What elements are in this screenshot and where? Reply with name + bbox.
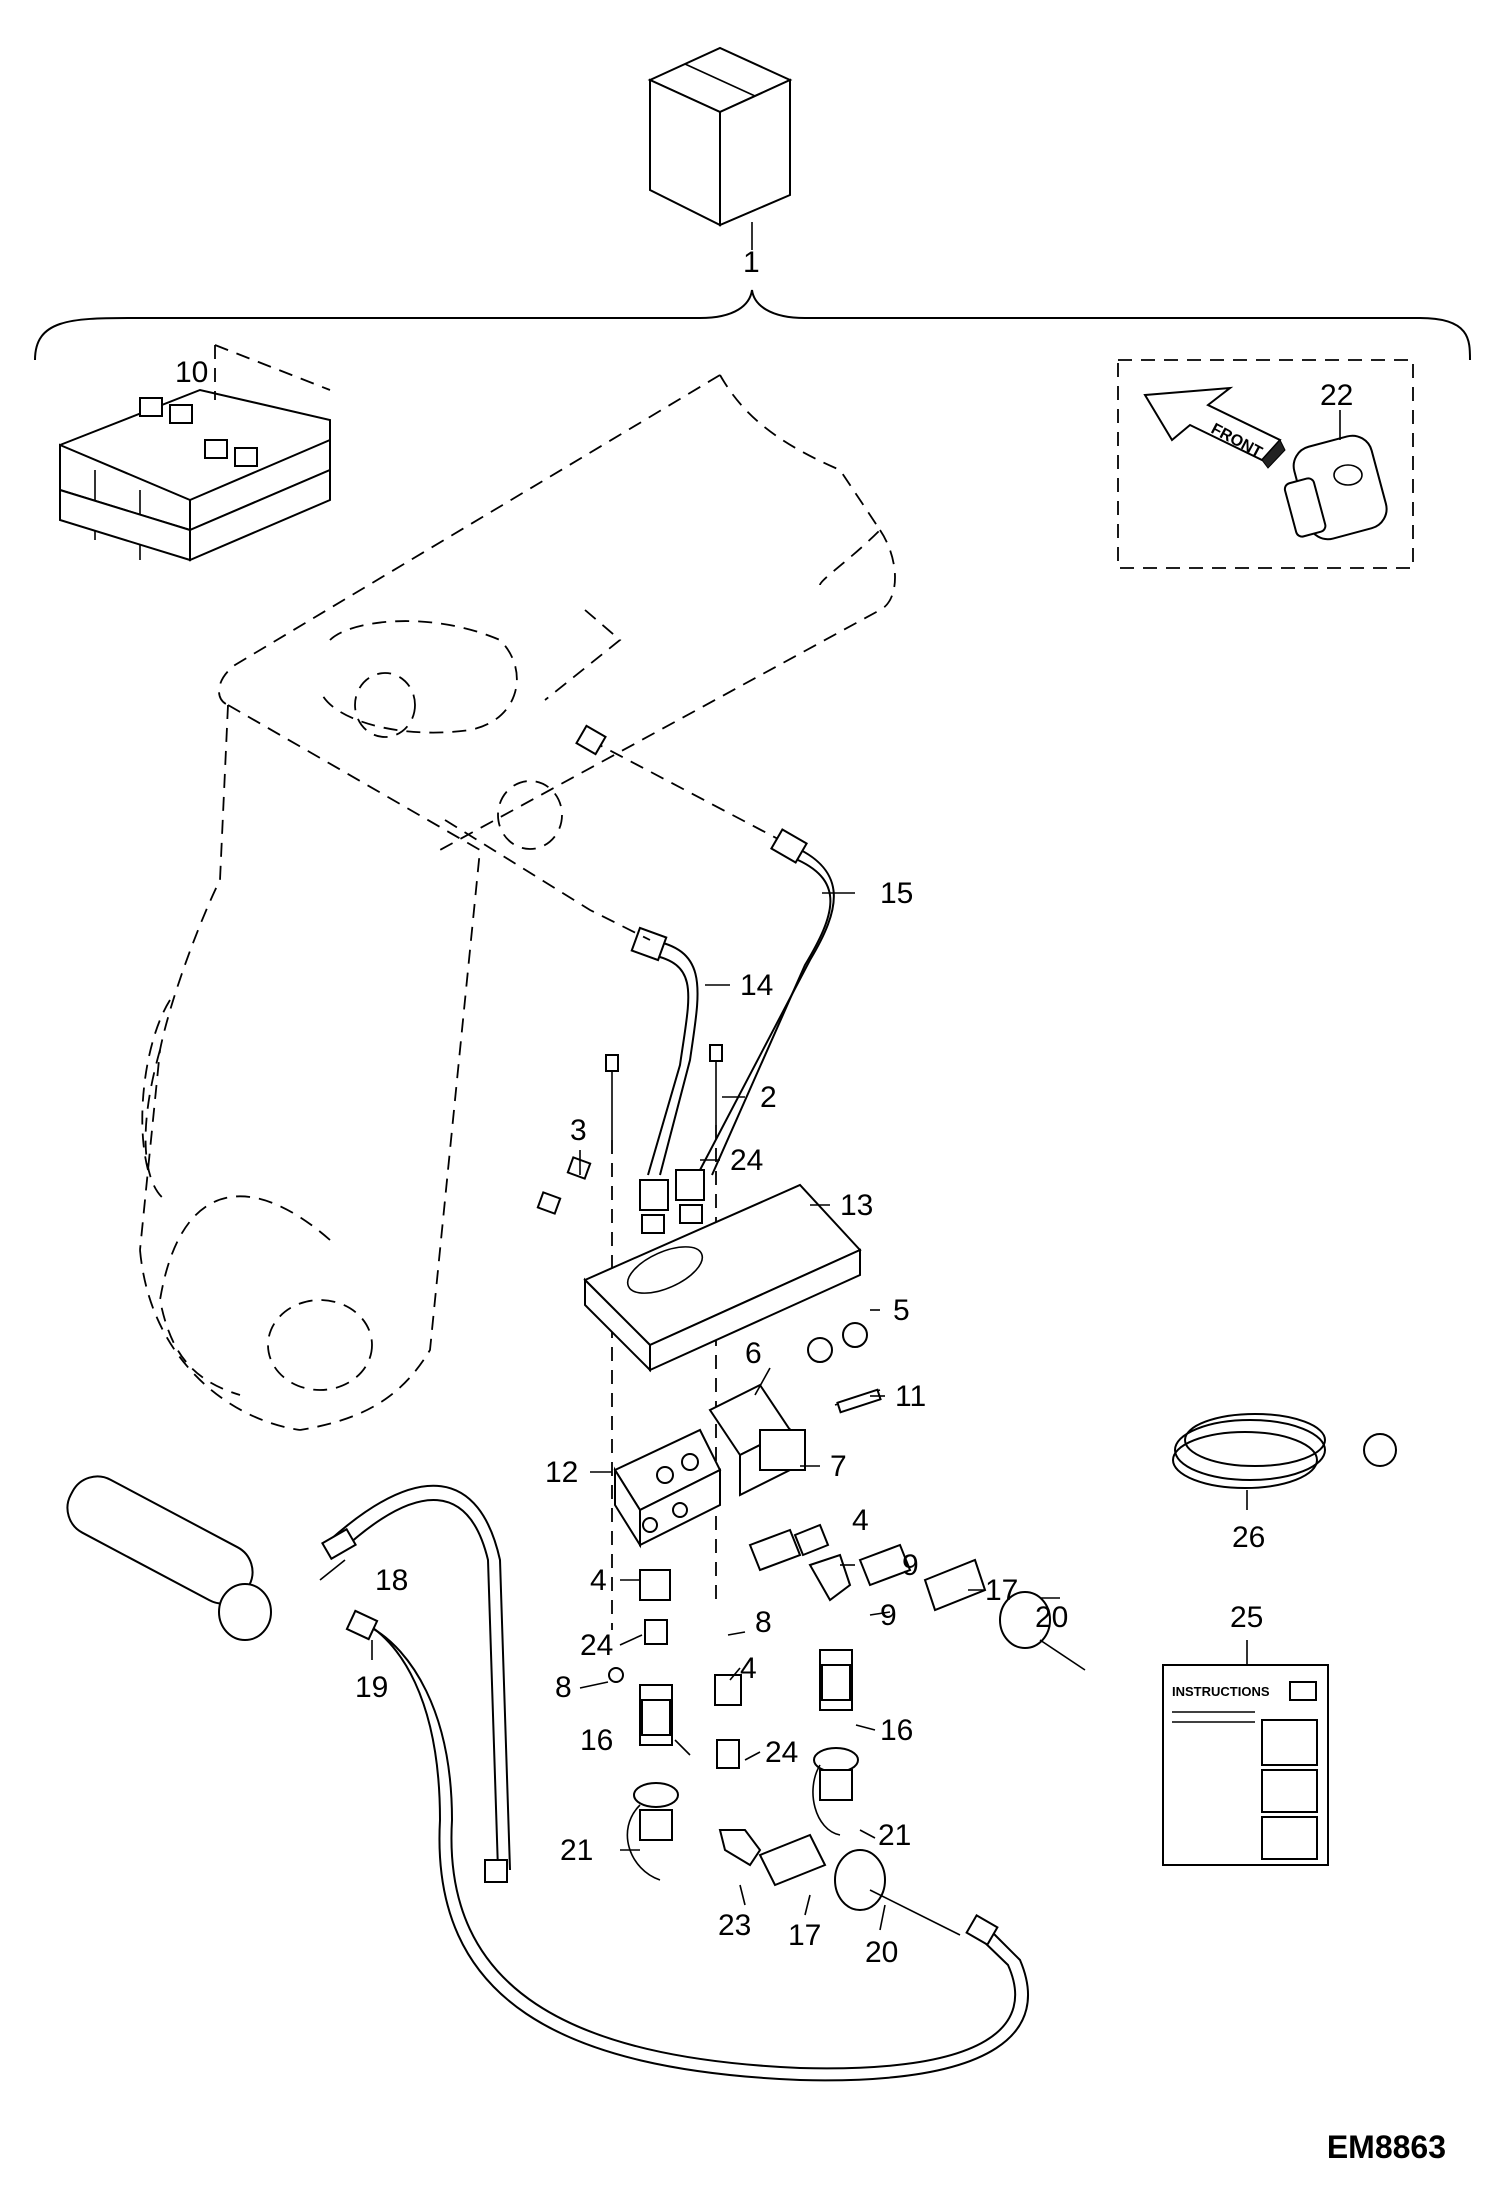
callout-14: 14 <box>740 969 773 1002</box>
callout-10: 10 <box>175 356 208 389</box>
callout-13: 13 <box>840 1189 873 1222</box>
nut <box>842 1322 868 1348</box>
callout-15: 15 <box>880 877 913 910</box>
callout-26: 26 <box>1232 1521 1265 1554</box>
upper-fittings <box>639 1169 705 1234</box>
solenoid-valve <box>708 1383 882 1497</box>
callout-24-left: 24 <box>580 1629 613 1662</box>
front-arrow-decal: FRONT <box>1143 386 1286 469</box>
callout-labels: 1 10 22 15 14 2 3 24 13 5 6 11 7 12 26 1… <box>175 246 1353 1969</box>
callout-20-upper: 20 <box>1035 1601 1068 1634</box>
callout-23: 23 <box>718 1909 751 1942</box>
callout-25: 25 <box>1230 1601 1263 1634</box>
callout-11: 11 <box>895 1380 926 1413</box>
wiring-harness <box>66 1475 1029 2082</box>
mid-coupler-stack <box>714 1674 961 1936</box>
callout-5: 5 <box>893 1294 910 1327</box>
mounting-bracket <box>583 1183 862 1373</box>
right-fittings <box>748 1523 1086 1836</box>
callout-21-right: 21 <box>878 1819 911 1852</box>
callout-4-mid: 4 <box>740 1652 757 1685</box>
callout-18: 18 <box>375 1564 408 1597</box>
callout-16-right: 16 <box>880 1714 913 1747</box>
callout-24: 24 <box>730 1144 763 1177</box>
valve-manifold <box>613 1428 722 1549</box>
fuse-relay-block <box>59 388 331 562</box>
callout-12: 12 <box>545 1456 578 1489</box>
left-coupler-stack <box>608 1569 679 1881</box>
inset-box <box>1117 359 1414 569</box>
callout-16-left: 16 <box>580 1724 613 1757</box>
callout-8-mid: 8 <box>755 1606 772 1639</box>
kit-brace <box>34 289 1471 361</box>
drawing-code: EM8863 <box>1326 2129 1446 2165</box>
hydraulic-tube-14 <box>649 939 699 1176</box>
bolts <box>536 1044 723 1215</box>
callout-8-left: 8 <box>555 1671 572 1704</box>
callout-4-right: 4 <box>852 1504 869 1537</box>
callout-1: 1 <box>743 246 760 279</box>
rocker-switch <box>1283 434 1388 541</box>
callout-24-mid: 24 <box>765 1736 798 1769</box>
callout-21-left: 21 <box>560 1834 593 1867</box>
callout-17-lower: 17 <box>788 1919 821 1952</box>
callout-17-upper: 17 <box>985 1574 1018 1607</box>
instructions-title: INSTRUCTIONS <box>1172 1684 1270 1699</box>
kit-box <box>647 46 793 227</box>
hydraulic-tube-15 <box>589 739 781 841</box>
callout-9-lower: 9 <box>880 1599 897 1632</box>
callout-6: 6 <box>745 1337 762 1370</box>
callout-9-upper: 9 <box>902 1549 919 1582</box>
callout-4-left: 4 <box>590 1564 607 1597</box>
callout-3: 3 <box>570 1114 587 1147</box>
callout-7: 7 <box>830 1450 847 1483</box>
hose-coil <box>1172 1413 1397 1489</box>
callout-22: 22 <box>1320 379 1353 412</box>
loader-arm-outline <box>139 374 896 1431</box>
leader-lines <box>319 892 1060 1931</box>
instructions-sheet: INSTRUCTIONS <box>1162 1664 1329 1866</box>
callout-2: 2 <box>760 1081 777 1114</box>
callout-19: 19 <box>355 1671 388 1704</box>
callout-20-lower: 20 <box>865 1936 898 1969</box>
nut <box>807 1337 833 1363</box>
